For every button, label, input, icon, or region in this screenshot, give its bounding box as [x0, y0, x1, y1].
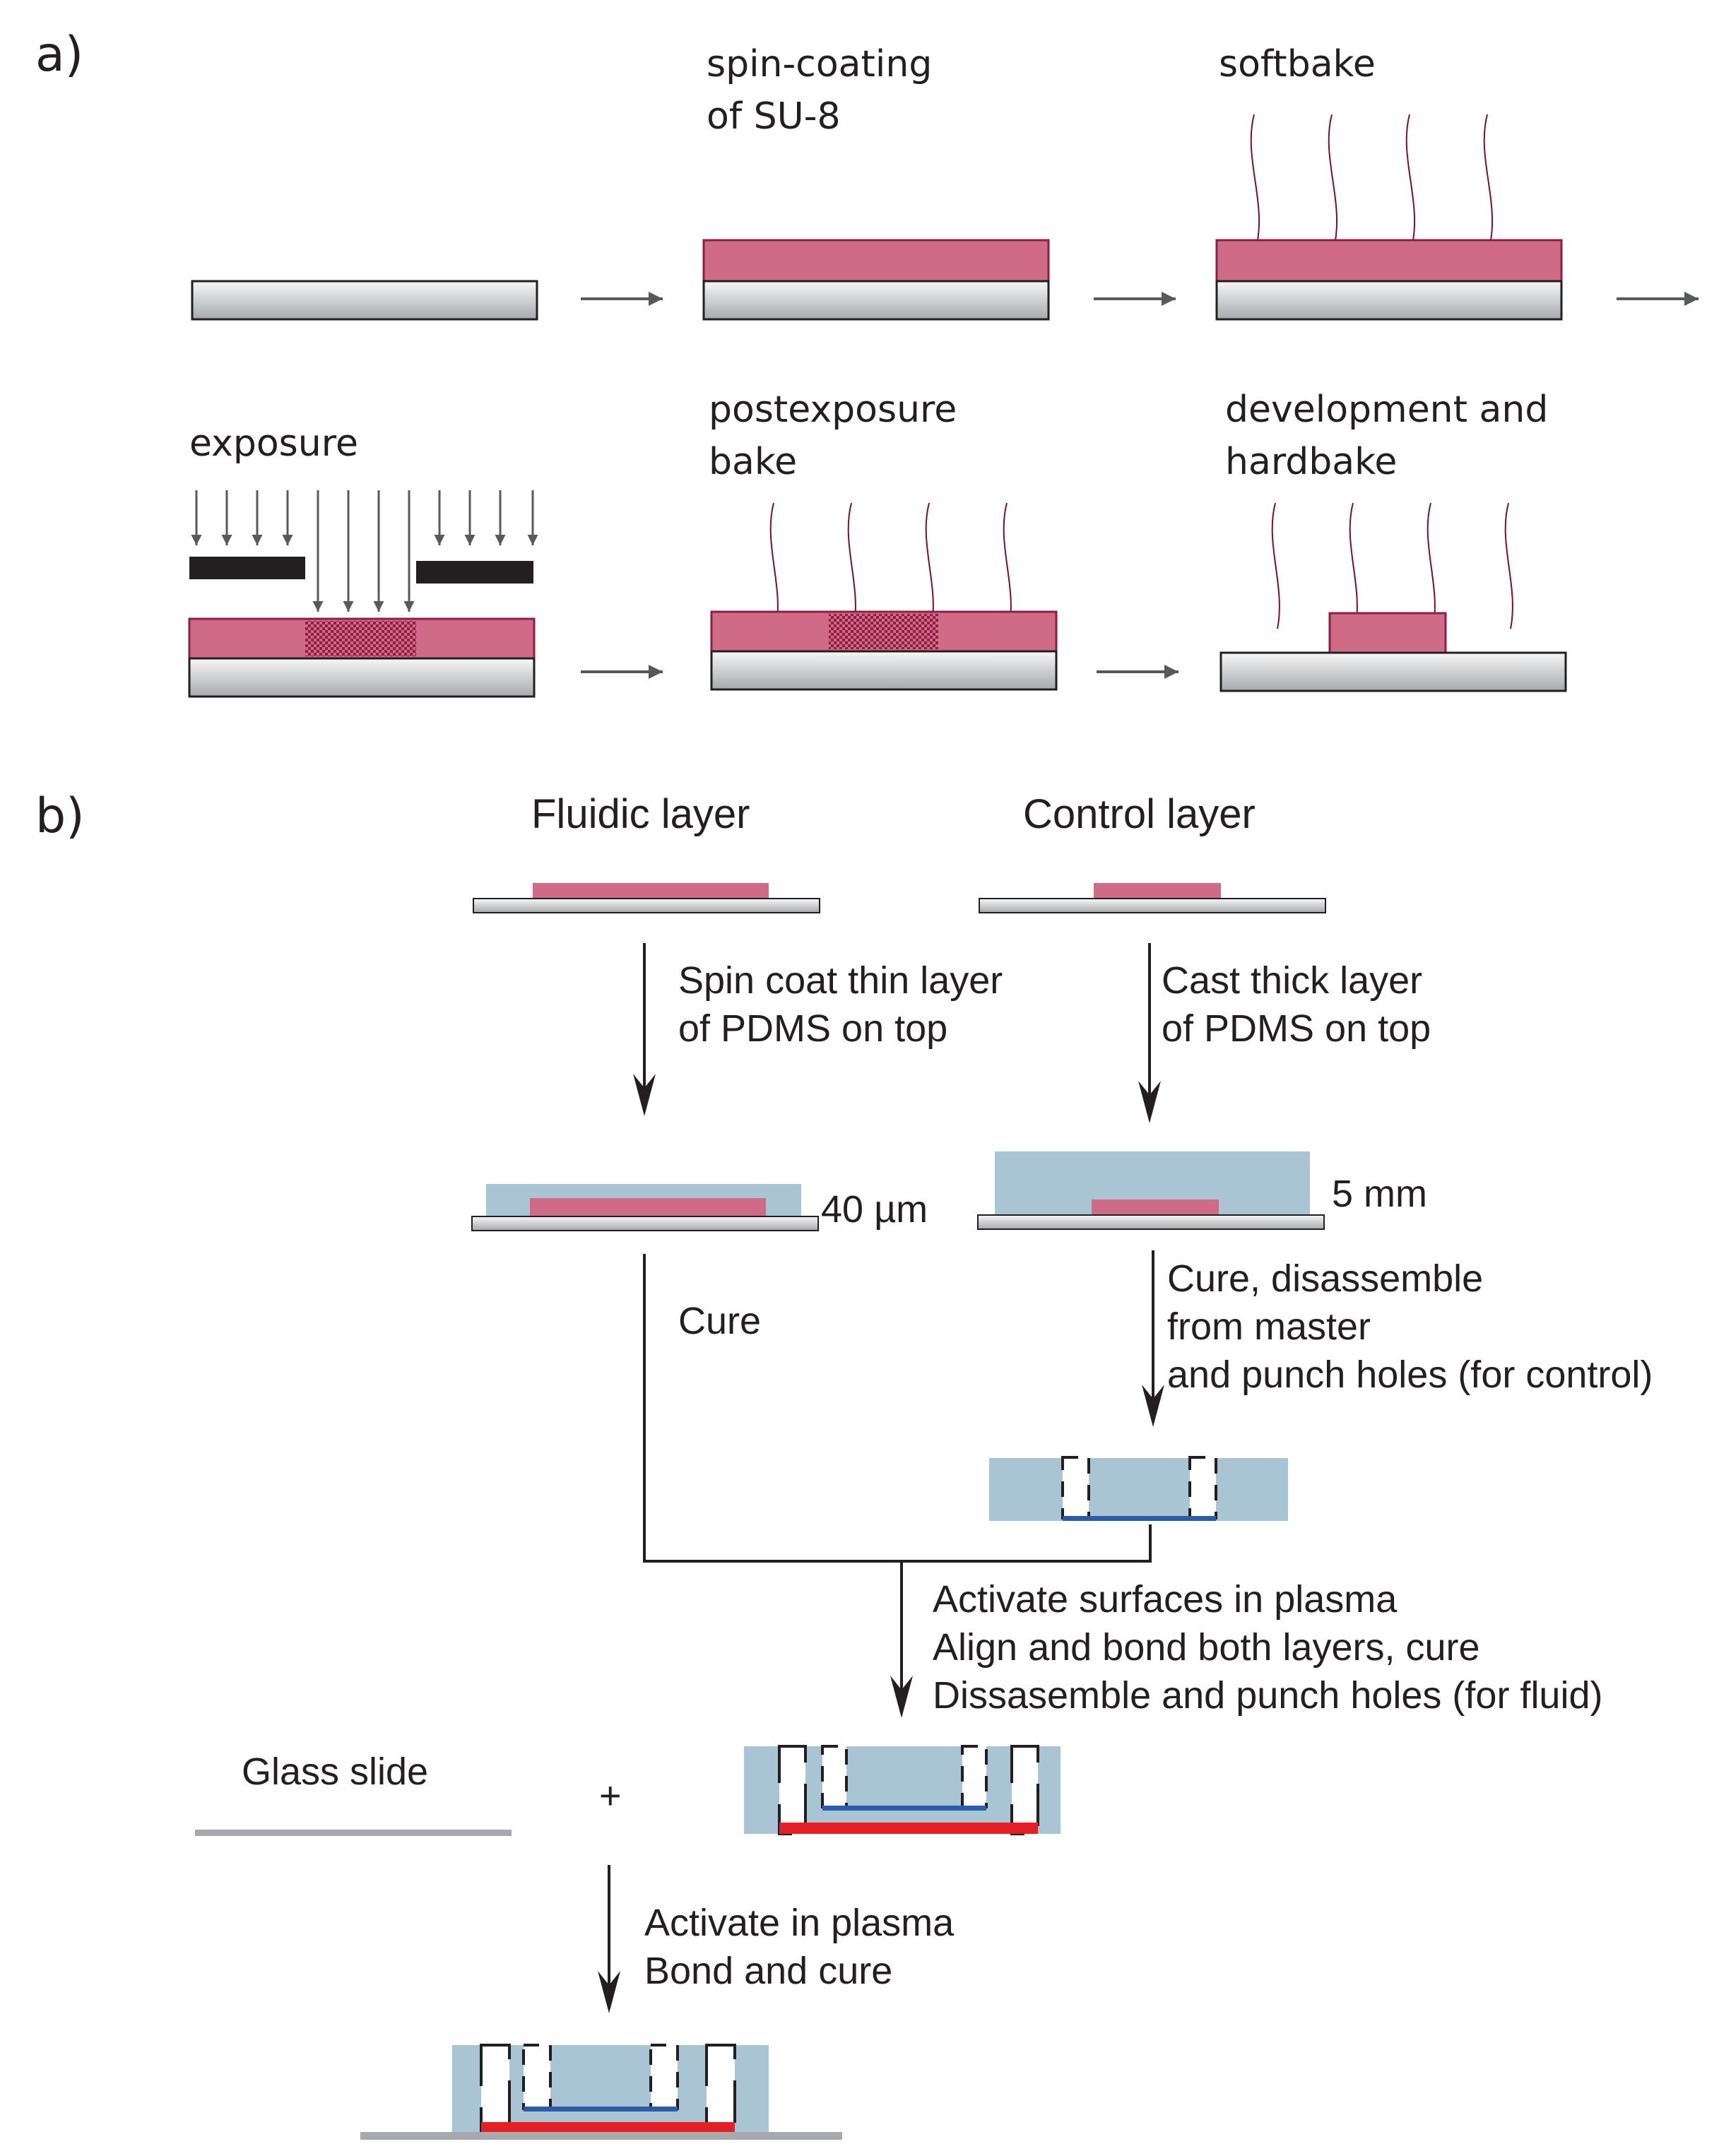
control-layer-punched: [989, 1456, 1288, 1521]
crosslinked-region: [829, 614, 938, 649]
control-channel: [822, 1806, 986, 1811]
control-step1-line1: Cast thick layer: [1162, 959, 1422, 1002]
merge-step-line3: Dissasemble and punch holes (for fluid): [933, 1674, 1602, 1717]
heat-wave-icon: [1426, 502, 1436, 629]
heat-wave-icon: [847, 502, 856, 629]
fluid-port: [705, 2044, 736, 2134]
heat-waves: [1250, 114, 1494, 241]
control-thickness-label: 5 mm: [1332, 1173, 1427, 1215]
flow-arrow: [1142, 1250, 1164, 1427]
postexposure-label-line1: postexposure: [709, 389, 957, 431]
spin-coating-label-line1: spin-coating: [707, 43, 932, 85]
glass-slide: [195, 1830, 512, 1836]
fluidic-step1-line2: of PDMS on top: [678, 1007, 947, 1050]
control-layer-title: Control layer: [1023, 791, 1256, 837]
punched-hole: [1188, 1456, 1217, 1520]
fluid-port: [1010, 1745, 1039, 1835]
fluidic-pdms-coated: [471, 1184, 819, 1231]
heat-waves: [1271, 502, 1513, 629]
flow-arrow: [890, 1561, 913, 1718]
fluidic-master: [473, 883, 820, 913]
flow-arrow: [633, 943, 656, 1116]
control-step2-line2: from master: [1167, 1305, 1371, 1348]
postexposure-label-line2: bake: [709, 441, 797, 483]
heat-wave-icon: [1271, 502, 1280, 629]
fluid-port: [480, 2044, 511, 2134]
panel-a-label: a): [35, 27, 83, 83]
fluid-port: [778, 1745, 807, 1835]
spin-coated-wafer: [702, 239, 1050, 321]
final-step-line2: Bond and cure: [644, 1950, 892, 1992]
panel-b-label: b): [35, 788, 85, 844]
control-step2-line3: and punch holes (for control): [1167, 1354, 1653, 1396]
flow-arrow: [598, 1865, 620, 2013]
fluidic-step2-label: Cure: [678, 1300, 761, 1342]
control-pdms-cast: [977, 1151, 1325, 1230]
merge-connector: [644, 1524, 1152, 1563]
uv-light-arrows: [191, 490, 538, 612]
development-label-line2: hardbake: [1225, 441, 1397, 483]
control-channel: [524, 2107, 678, 2111]
fluidic-layer-title: Fluidic layer: [531, 791, 750, 837]
heat-wave-icon: [769, 502, 779, 629]
fluid-channel: [481, 2122, 735, 2133]
control-port: [821, 1745, 848, 1808]
heat-wave-icon: [1349, 502, 1358, 629]
plus-sign: +: [599, 1775, 622, 1817]
final-step-line1: Activate in plasma: [644, 1902, 955, 1944]
merge-step-line2: Align and bond both layers, cure: [933, 1626, 1480, 1669]
heat-wave-icon: [925, 502, 934, 629]
final-device: [360, 2044, 842, 2140]
postexposure-wafer: [710, 610, 1058, 691]
spin-coating-label-line2: of SU-8: [707, 95, 841, 138]
heat-wave-icon: [1504, 502, 1513, 629]
fluidic-step1-line1: Spin coat thin layer: [678, 959, 1003, 1002]
photomask-left: [189, 557, 305, 579]
control-step1-line2: of PDMS on top: [1162, 1007, 1431, 1050]
heat-wave-icon: [1003, 502, 1012, 629]
merge-step-line1: Activate surfaces in plasma: [933, 1578, 1398, 1621]
substrate-wafer: [191, 280, 538, 321]
punched-hole: [1061, 1456, 1090, 1520]
fluidic-thickness-label: 40 µm: [821, 1188, 928, 1231]
control-port: [522, 2044, 552, 2110]
control-port: [649, 2044, 679, 2110]
heat-wave-icon: [1405, 114, 1416, 241]
control-master: [979, 883, 1326, 913]
photomask-right: [416, 561, 533, 584]
glass-slide: [360, 2132, 842, 2140]
heat-waves: [769, 502, 1012, 629]
developed-wafer: [1219, 612, 1567, 692]
heat-wave-icon: [1250, 114, 1260, 241]
control-channel: [1063, 1516, 1216, 1521]
heat-wave-icon: [1483, 114, 1494, 241]
development-label-line1: development and: [1225, 389, 1548, 431]
glass-slide-label: Glass slide: [242, 1751, 428, 1793]
fluid-channel: [779, 1823, 1038, 1834]
softbake-label: softbake: [1219, 43, 1376, 85]
bonded-device: [744, 1745, 1061, 1835]
exposure-label: exposure: [189, 422, 358, 465]
exposed-wafer: [188, 617, 536, 698]
exposed-region: [305, 621, 416, 656]
control-port: [961, 1745, 988, 1808]
softbaked-wafer: [1215, 239, 1563, 321]
flow-arrow: [1138, 943, 1161, 1123]
heat-wave-icon: [1328, 114, 1338, 241]
control-step2-line1: Cure, disassemble: [1167, 1257, 1483, 1300]
